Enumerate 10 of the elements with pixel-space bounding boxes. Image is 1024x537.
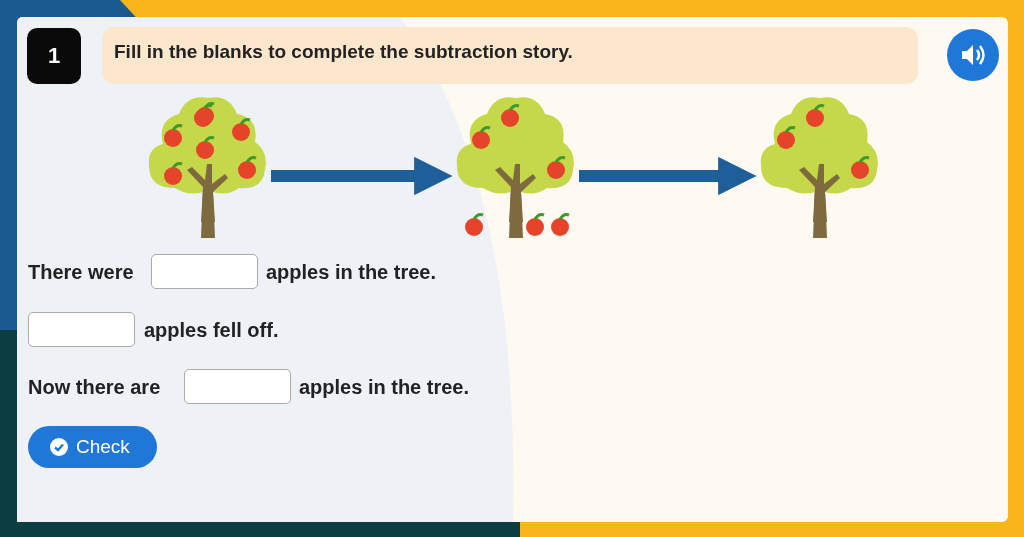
question-text: apples fell off.: [144, 318, 279, 342]
question-text: Now there are: [28, 375, 161, 399]
question-text: apples in the tree.: [266, 260, 437, 284]
question-text: There were: [28, 260, 134, 284]
question-number: 1: [27, 28, 81, 84]
arrow: [271, 156, 453, 196]
question-text: apples in the tree.: [299, 375, 470, 399]
check-button: Check: [28, 426, 157, 468]
arrow: [579, 156, 757, 196]
instruction-text: Fill in the blanks to complete the subtraction story.: [114, 40, 573, 64]
